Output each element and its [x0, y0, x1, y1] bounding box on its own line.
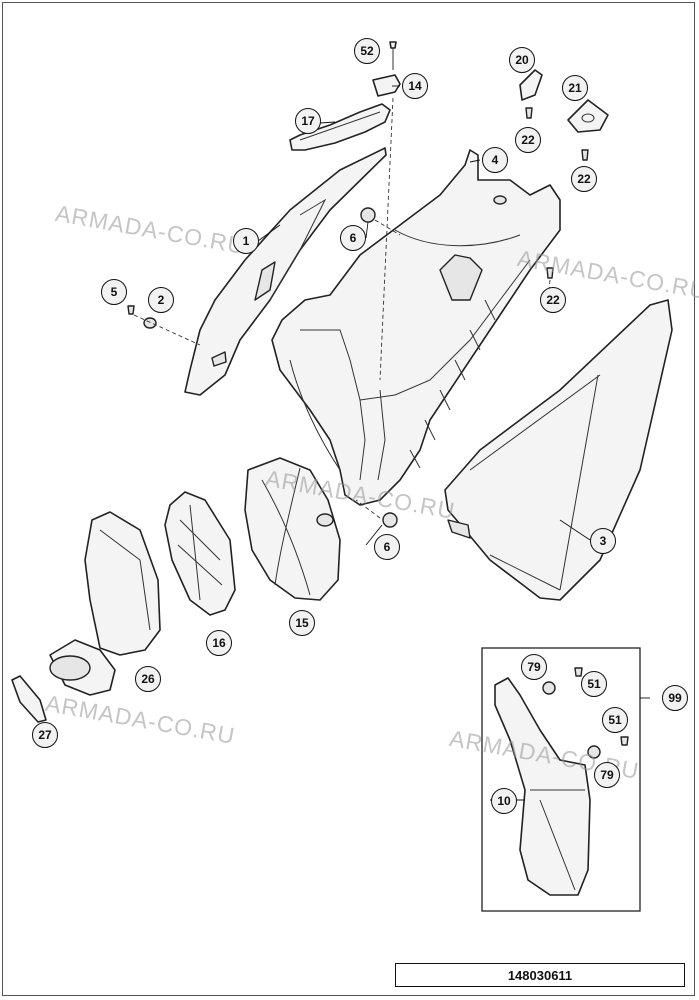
callout-16[interactable]: 16: [206, 630, 232, 656]
part-1-shroud: [184, 147, 387, 396]
part-3-side-cover: [444, 299, 673, 601]
callout-99[interactable]: 99: [662, 685, 688, 711]
callout-22[interactable]: 22: [515, 127, 541, 153]
callout-52[interactable]: 52: [354, 38, 380, 64]
callout-1[interactable]: 1: [233, 228, 259, 254]
part-27-band: [11, 675, 47, 723]
part-22-screws: [525, 107, 589, 279]
callout-10[interactable]: 10: [491, 788, 517, 814]
callout-20[interactable]: 20: [509, 47, 535, 73]
part-16-cage: [164, 491, 236, 616]
part-17-holder: [289, 103, 391, 151]
document-number: 148030611: [395, 963, 685, 987]
part-21-grommet: [567, 99, 609, 133]
part-14-clip: [372, 74, 401, 97]
callout-3[interactable]: 3: [590, 528, 616, 554]
callout-27[interactable]: 27: [32, 722, 58, 748]
callout-6[interactable]: 6: [374, 534, 400, 560]
callout-22[interactable]: 22: [571, 166, 597, 192]
callout-17[interactable]: 17: [295, 108, 321, 134]
callout-79[interactable]: 79: [521, 654, 547, 680]
callout-4[interactable]: 4: [482, 147, 508, 173]
part-15-filter: [244, 457, 341, 601]
part-4-airbox: [271, 149, 561, 506]
kit-99-box: [481, 647, 641, 912]
callout-51[interactable]: 51: [602, 707, 628, 733]
callout-51[interactable]: 51: [581, 671, 607, 697]
callout-2[interactable]: 2: [148, 287, 174, 313]
part-52-screw: [389, 41, 397, 70]
callout-26[interactable]: 26: [135, 666, 161, 692]
part-20-clip: [519, 69, 543, 101]
callout-79[interactable]: 79: [594, 762, 620, 788]
callout-21[interactable]: 21: [562, 75, 588, 101]
callout-14[interactable]: 14: [402, 73, 428, 99]
callout-22[interactable]: 22: [540, 287, 566, 313]
callout-6[interactable]: 6: [340, 225, 366, 251]
callout-5[interactable]: 5: [101, 279, 127, 305]
callout-15[interactable]: 15: [289, 610, 315, 636]
part-26-intake: [49, 511, 161, 696]
